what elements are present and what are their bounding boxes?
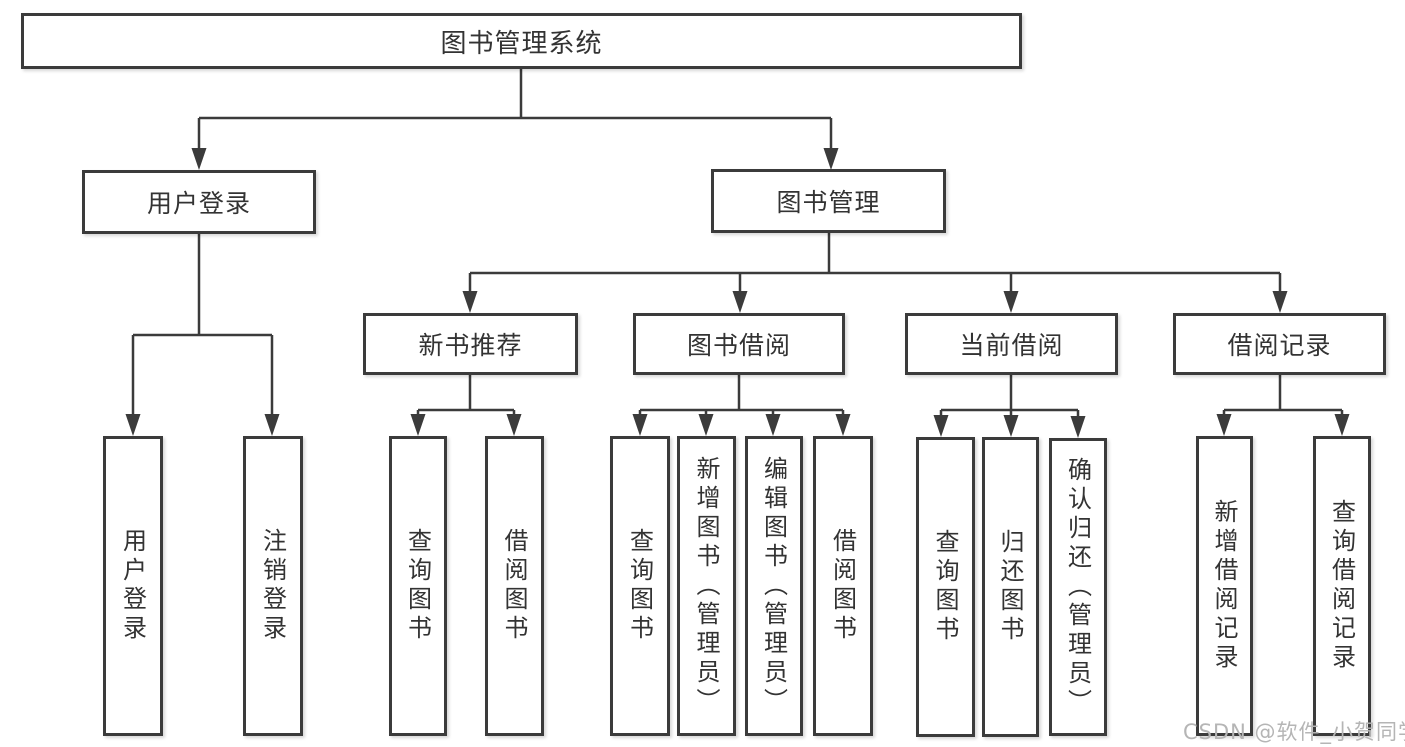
node-leaf-borrow-books-1: 借阅图书 — [485, 436, 544, 736]
node-label: 查询借阅记录 — [1327, 499, 1356, 673]
node-leaf-query-books-3: 查询图书 — [916, 437, 975, 737]
node-book-management: 图书管理 — [711, 169, 946, 233]
node-label: 图书管理 — [776, 188, 881, 217]
node-label: 借阅图书 — [500, 528, 528, 644]
node-user-login: 用户登录 — [82, 170, 316, 234]
node-new-book-recommend: 新书推荐 — [363, 313, 578, 375]
node-label: 新增借阅记录 — [1210, 499, 1238, 673]
node-leaf-logout: 注销登录 — [243, 436, 303, 736]
node-leaf-borrow-books-2: 借阅图书 — [813, 436, 873, 736]
node-book-borrowing: 图书借阅 — [633, 313, 845, 375]
node-label: 当前借阅 — [959, 331, 1064, 360]
node-label: 查询图书 — [625, 528, 654, 644]
node-label: 确认归还（管理员） — [1063, 456, 1092, 718]
node-label: 编辑图书（管理员） — [759, 455, 788, 717]
node-leaf-query-books-1: 查询图书 — [389, 436, 447, 736]
node-label: 用户登录 — [118, 528, 147, 644]
node-leaf-confirm-return-admin: 确认归还（管理员） — [1049, 438, 1107, 736]
node-label: 图书借阅 — [686, 331, 791, 360]
node-label: 新增图书（管理员） — [692, 455, 720, 717]
node-label: 查询图书 — [931, 529, 959, 645]
node-leaf-query-borrow-record: 查询借阅记录 — [1313, 436, 1371, 736]
node-label: 图书管理系统 — [440, 28, 603, 59]
arrowheads — [125, 148, 1350, 438]
node-label: 新书推荐 — [418, 331, 523, 360]
node-leaf-return-book: 归还图书 — [982, 437, 1039, 737]
node-leaf-add-borrow-record: 新增借阅记录 — [1196, 436, 1253, 736]
node-leaf-add-book-admin: 新增图书（管理员） — [677, 436, 736, 736]
node-label: 查询图书 — [403, 528, 432, 644]
node-leaf-user-login: 用户登录 — [103, 436, 163, 736]
node-label: 归还图书 — [996, 529, 1024, 645]
csdn-watermark: CSDN @软件_小贺同学 — [1183, 720, 1405, 744]
node-leaf-query-books-2: 查询图书 — [610, 436, 670, 736]
node-label: 借阅图书 — [828, 528, 857, 644]
node-current-borrowing: 当前借阅 — [905, 313, 1118, 375]
node-label: 注销登录 — [258, 528, 287, 644]
node-label: 借阅记录 — [1227, 331, 1332, 360]
node-library-management-system: 图书管理系统 — [21, 13, 1022, 69]
node-borrowing-records: 借阅记录 — [1173, 313, 1386, 375]
node-leaf-edit-book-admin: 编辑图书（管理员） — [745, 436, 803, 736]
node-label: 用户登录 — [146, 189, 251, 218]
